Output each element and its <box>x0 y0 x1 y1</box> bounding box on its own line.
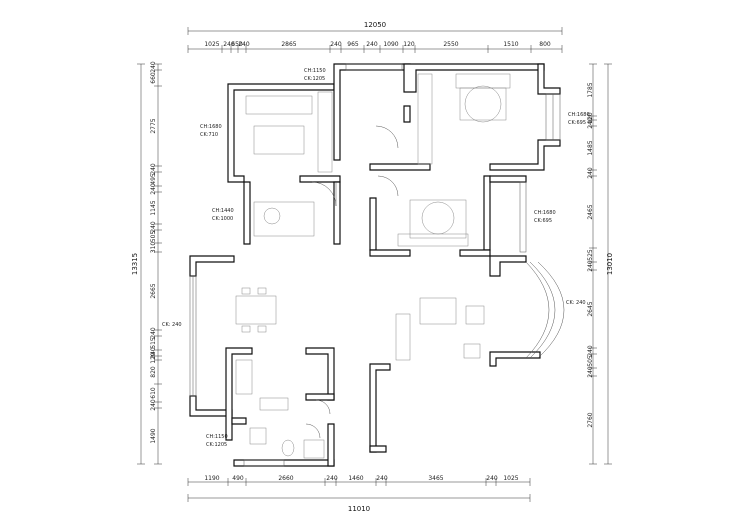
top-dim-12: 1510 <box>503 41 518 48</box>
top-dim-2: 240 <box>223 41 235 48</box>
bottom-dim-6: 240 <box>376 475 388 482</box>
left-dimensions: 13315 2406602775240495240114524050531026… <box>131 61 162 465</box>
left-dim-11: 2665 <box>150 283 157 298</box>
right-dim-7: 525 <box>587 249 594 261</box>
left-dim-15: 120 <box>150 352 157 364</box>
note-left-upper-ck: CK:710 <box>200 132 218 138</box>
left-dim-16: 820 <box>150 366 157 378</box>
right-overall-dimension: 13010 <box>606 253 614 275</box>
note-right-lower: CK: 240 <box>566 300 586 306</box>
bottom-dim-7: 3465 <box>428 475 443 482</box>
left-dim-3: 2775 <box>150 118 157 133</box>
doors <box>305 125 399 439</box>
bottom-dimensions: 1190 490 2660 240 1460 240 3465 240 1025… <box>187 475 531 513</box>
top-dim-9: 1090 <box>383 41 398 48</box>
note-left-mid-ch: CH:1440 <box>212 208 234 214</box>
left-dim-9: 505 <box>150 231 157 243</box>
left-dim-19: 1490 <box>150 428 157 443</box>
note-right-mid-ch: CH:1680 <box>534 210 556 216</box>
left-dim-4: 240 <box>150 163 157 175</box>
top-dim-8: 240 <box>366 41 378 48</box>
bottom-dim-8: 240 <box>486 475 498 482</box>
note-left-mid-ck: CK:1000 <box>212 216 233 222</box>
note-right-upper-ch: CH:1680 <box>568 112 590 118</box>
left-dim-12: 240 <box>150 327 157 339</box>
left-dim-17: 610 <box>150 387 157 399</box>
note-left-upper-ch: CH:1680 <box>200 124 222 130</box>
windows <box>189 63 565 467</box>
walls <box>189 63 561 467</box>
right-dim-9: 2645 <box>587 301 594 316</box>
top-dim-11: 2550 <box>443 41 458 48</box>
left-dim-10: 310 <box>150 242 157 254</box>
note-left-lower: CK: 240 <box>162 322 182 328</box>
bottom-dim-9: 1025 <box>503 475 518 482</box>
top-dim-6: 240 <box>330 41 342 48</box>
bottom-overall-dimension: 11010 <box>348 505 370 513</box>
left-dim-2: 660 <box>150 72 157 84</box>
right-dim-5: 240 <box>587 167 594 179</box>
left-overall-dimension: 13315 <box>131 253 139 275</box>
left-dim-5: 495 <box>150 173 157 185</box>
right-dim-13: 2760 <box>587 412 594 427</box>
right-dim-2: 120 <box>587 112 594 124</box>
top-dim-4: 240 <box>238 41 250 48</box>
left-dim-14: 240 <box>150 347 157 359</box>
left-dim-1: 240 <box>150 61 157 73</box>
note-top-mid-ch: CH:1150 <box>304 68 326 74</box>
top-dim-5: 2865 <box>281 41 296 48</box>
note-top-mid-ck: CK:1205 <box>304 76 325 82</box>
right-dim-11: 505 <box>587 355 594 367</box>
right-dim-12: 240 <box>587 366 594 378</box>
bottom-dim-5: 1460 <box>348 475 363 482</box>
bottom-dim-3: 2660 <box>278 475 293 482</box>
note-right-upper-ck: CK:695 <box>568 120 586 126</box>
top-dimensions: 12050 1025 240 650 240 2865 240 965 240 … <box>187 21 563 53</box>
top-dim-10: 120 <box>403 41 415 48</box>
furniture <box>235 73 511 459</box>
top-dim-1: 1025 <box>204 41 219 48</box>
left-dim-8: 240 <box>150 221 157 233</box>
note-bottom-ch: CH:1150 <box>206 434 228 440</box>
left-dim-7: 1145 <box>150 200 157 215</box>
note-bottom-ck: CK:1205 <box>206 442 227 448</box>
window-notes: CH:1150 CK:1205 CH:1680 CK:710 CH:1680 C… <box>162 68 590 448</box>
left-dim-6: 240 <box>150 183 157 195</box>
left-dim-18: 240 <box>150 399 157 411</box>
left-dim-13: 515 <box>150 337 157 349</box>
bottom-dim-1: 1190 <box>204 475 219 482</box>
right-dim-6: 2465 <box>587 204 594 219</box>
bottom-dim-2: 490 <box>232 475 244 482</box>
right-dim-3: 240 <box>587 117 594 129</box>
top-dim-7: 965 <box>347 41 359 48</box>
top-dim-13: 800 <box>539 41 551 48</box>
right-dim-10: 240 <box>587 345 594 357</box>
top-dim-3: 650 <box>231 41 243 48</box>
right-dimensions: 13010 1785120240148524024655252402645240… <box>587 63 614 465</box>
note-right-mid-ck: CK:695 <box>534 218 552 224</box>
right-dim-8: 240 <box>587 260 594 272</box>
top-overall-dimension: 12050 <box>364 21 386 29</box>
right-dim-1: 1785 <box>587 82 594 97</box>
right-dim-4: 1485 <box>587 140 594 155</box>
bottom-dim-4: 240 <box>326 475 338 482</box>
